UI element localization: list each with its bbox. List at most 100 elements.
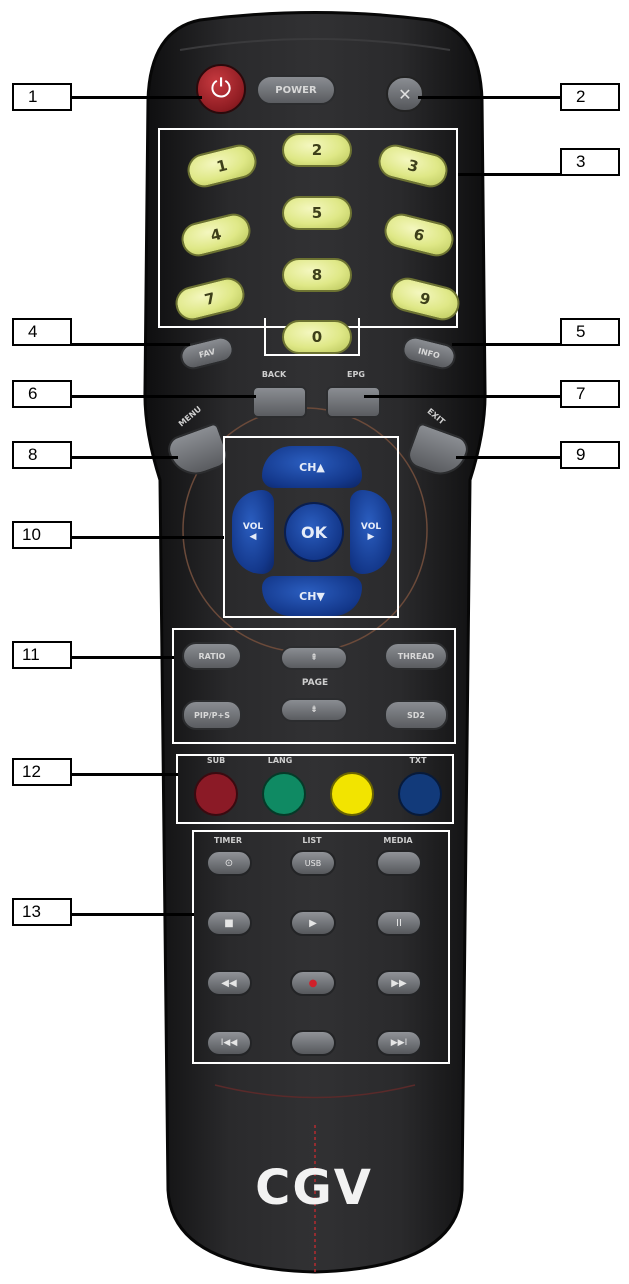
timer-button[interactable]: ⊙ xyxy=(206,850,252,876)
callout-6: 6 xyxy=(12,380,72,408)
back-label: BACK xyxy=(261,370,287,379)
play-button[interactable]: ▶ xyxy=(290,910,336,936)
digit-3-text: 3 xyxy=(405,156,421,176)
ratio-button[interactable]: RATIO xyxy=(182,642,242,670)
media-label: MEDIA xyxy=(383,836,413,845)
lang-label: LANG xyxy=(267,756,293,765)
previous-button[interactable]: I◀◀ xyxy=(206,1030,252,1056)
page-label: PAGE xyxy=(301,678,329,688)
blue-button[interactable] xyxy=(398,772,442,816)
timer-icon: ⊙ xyxy=(224,857,234,869)
callout-12: 12 xyxy=(12,758,72,786)
fav-text: FAV xyxy=(197,346,217,360)
vol-left-button[interactable]: VOL ◀ xyxy=(232,490,274,574)
pip-text: PIP/P+S xyxy=(194,710,230,720)
record-icon: ● xyxy=(308,977,318,989)
pause-icon: II xyxy=(396,917,402,929)
back-button[interactable] xyxy=(252,386,307,418)
fast-forward-button[interactable]: ▶▶ xyxy=(376,970,422,996)
digit-0-key[interactable]: 0 xyxy=(282,320,352,354)
fast-forward-icon: ▶▶ xyxy=(391,977,407,989)
callout-3: 3 xyxy=(560,148,620,176)
ok-button[interactable]: OK xyxy=(284,502,344,562)
callout-line-5 xyxy=(452,343,562,346)
yellow-button[interactable] xyxy=(330,772,374,816)
callout-4: 4 xyxy=(12,318,72,346)
ch-down-text: CH▼ xyxy=(299,589,325,603)
ok-text: OK xyxy=(301,522,327,542)
power-label-plate: POWER xyxy=(256,75,336,105)
vol-right-button[interactable]: VOL ▶ xyxy=(350,490,392,574)
digit-2-text: 2 xyxy=(311,141,323,159)
stop-icon: ■ xyxy=(224,917,234,929)
blank-media-button[interactable] xyxy=(290,1030,336,1056)
callout-line-8 xyxy=(72,456,178,459)
media-keys-frame xyxy=(192,830,450,1064)
callout-line-7 xyxy=(364,395,562,398)
rewind-button[interactable]: ◀◀ xyxy=(206,970,252,996)
digit-5-key[interactable]: 5 xyxy=(282,196,352,230)
digit-2-key[interactable]: 2 xyxy=(282,133,352,167)
digit-8-text: 8 xyxy=(311,266,323,284)
vol-left-text: VOL xyxy=(242,522,264,532)
page-up-icon: ⇞ xyxy=(310,653,318,663)
next-icon: ▶▶I xyxy=(390,1038,408,1048)
callout-11: 11 xyxy=(12,641,72,669)
page-up-button[interactable]: ⇞ xyxy=(280,646,348,670)
stop-button[interactable]: ■ xyxy=(206,910,252,936)
callout-line-12 xyxy=(72,773,178,776)
digit-9-text: 9 xyxy=(417,289,433,309)
pause-button[interactable]: II xyxy=(376,910,422,936)
ch-up-button[interactable]: CH▲ xyxy=(262,446,362,488)
page-down-button[interactable]: ⇟ xyxy=(280,698,348,722)
callout-line-4 xyxy=(72,343,190,346)
red-button[interactable] xyxy=(194,772,238,816)
callout-2: 2 xyxy=(560,83,620,111)
digit-5-text: 5 xyxy=(311,204,323,222)
callout-13: 13 xyxy=(12,898,72,926)
digit-6-text: 6 xyxy=(411,225,427,245)
sd2-button[interactable]: SD2 xyxy=(384,700,448,730)
color-keys-frame xyxy=(176,754,454,824)
callout-line-2 xyxy=(418,96,562,99)
brand-logo: CGV xyxy=(255,1160,373,1216)
txt-label: TXT xyxy=(409,756,427,765)
digit-7-text: 7 xyxy=(202,289,218,309)
ch-down-button[interactable]: CH▼ xyxy=(262,576,362,616)
ch-up-text: CH▲ xyxy=(299,460,325,474)
rewind-icon: ◀◀ xyxy=(221,977,237,989)
digit-8-key[interactable]: 8 xyxy=(282,258,352,292)
pip-button[interactable]: PIP/P+S xyxy=(182,700,242,730)
list-btn-text: USB xyxy=(304,858,322,868)
thread-text: THREAD xyxy=(397,651,435,661)
digit-1-text: 1 xyxy=(214,156,230,176)
callout-line-6 xyxy=(72,395,256,398)
page-down-icon: ⇟ xyxy=(310,705,318,715)
record-button[interactable]: ● xyxy=(290,970,336,996)
function-keys-frame xyxy=(172,628,456,744)
play-icon: ▶ xyxy=(309,917,317,929)
sd2-text: SD2 xyxy=(407,710,425,720)
zero-key-frame xyxy=(264,318,360,356)
next-button[interactable]: ▶▶I xyxy=(376,1030,422,1056)
timer-label: TIMER xyxy=(213,836,243,845)
power-button[interactable]: ⏻ xyxy=(196,64,246,114)
ratio-text: RATIO xyxy=(198,651,226,661)
thread-button[interactable]: THREAD xyxy=(384,642,448,670)
epg-button[interactable] xyxy=(326,386,381,418)
mute-button[interactable]: ✕ xyxy=(386,76,424,112)
callout-7: 7 xyxy=(560,380,620,408)
callout-10: 10 xyxy=(12,521,72,549)
list-button[interactable]: USB xyxy=(290,850,336,876)
arrow-left-icon: ◀ xyxy=(249,532,257,542)
callout-8: 8 xyxy=(12,441,72,469)
list-label: LIST xyxy=(302,836,322,845)
power-text: POWER xyxy=(275,84,317,96)
green-button[interactable] xyxy=(262,772,306,816)
arrow-right-icon: ▶ xyxy=(367,532,375,542)
callout-line-3 xyxy=(458,173,562,176)
callout-line-11 xyxy=(72,656,174,659)
nav-frame xyxy=(223,436,399,618)
media-button[interactable] xyxy=(376,850,422,876)
callout-line-13 xyxy=(72,913,194,916)
